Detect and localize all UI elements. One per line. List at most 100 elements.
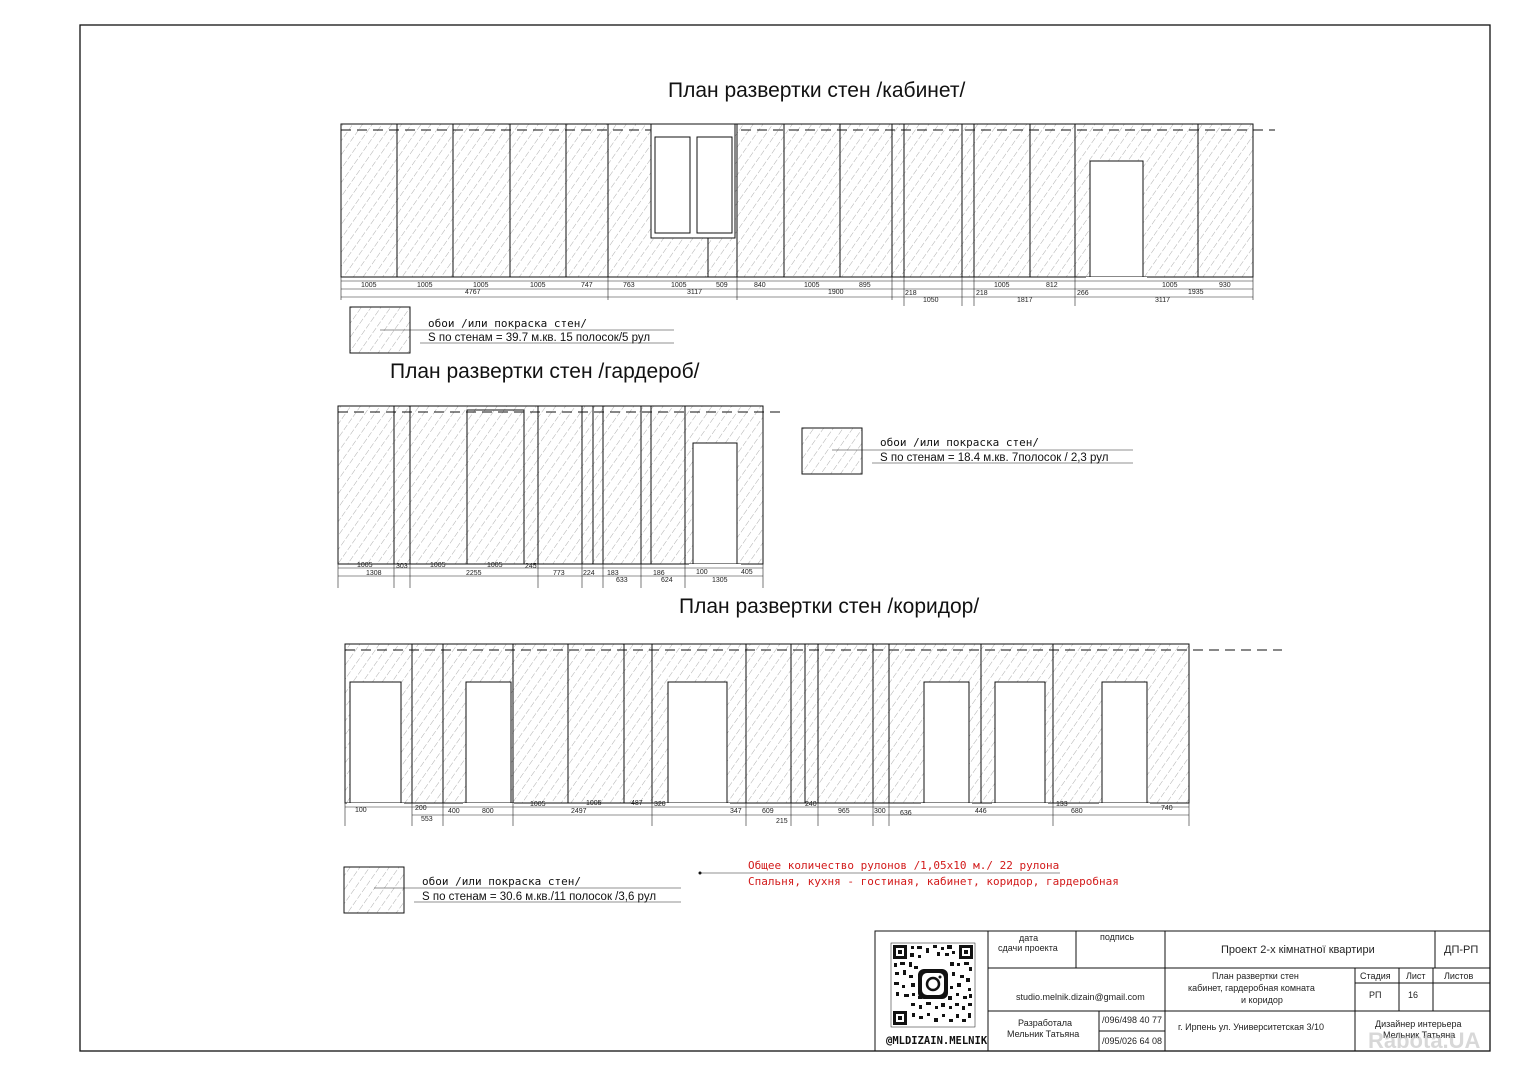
dim-label: 740: [1161, 805, 1173, 812]
dim-label: 245: [525, 563, 537, 570]
dim-label: 300: [874, 808, 886, 815]
dim-label: 133: [1056, 801, 1068, 808]
date-label: дата: [1019, 933, 1038, 943]
stage-label: Стадия: [1360, 971, 1391, 981]
dim-label: 773: [553, 570, 565, 577]
cabinet-legend: обои /или покраска стен/ S по стенам = 3…: [349, 306, 674, 354]
sheets-total-label: Листов: [1444, 971, 1473, 981]
dim-total: 3117: [687, 289, 702, 296]
cabinet-title: План развертки стен /кабинет/: [668, 79, 966, 102]
dim-total: 1935: [1188, 289, 1204, 296]
dim-total: 1817: [1017, 297, 1033, 304]
designer-name: Мельник Татьяна: [1383, 1030, 1455, 1040]
dim-label: 1005: [530, 282, 546, 289]
corridor-legend: обои /или покраска стен/ S по стенам = 3…: [343, 866, 681, 914]
cabinet-elevation: [340, 123, 1275, 306]
dim-label: 240: [805, 801, 817, 808]
sheet-title-line3: и коридор: [1241, 995, 1283, 1005]
dim-total: 2497: [571, 808, 587, 815]
dim-label: 1005: [361, 282, 377, 289]
dim-label: 1005: [487, 562, 503, 569]
dim-total: 624: [661, 577, 673, 584]
dim-label: 1005: [430, 562, 446, 569]
dim-total: 1308: [366, 570, 382, 577]
dim-label: 218: [905, 290, 917, 297]
dim-label: 1005: [586, 800, 602, 807]
wardrobe-title: План развертки стен /гардероб/: [390, 360, 700, 383]
legend-area: S по стенам = 18.4 м.кв. 7полосок / 2,3 …: [880, 452, 1108, 464]
instagram-handle: @MLDIZAIN.MELNIK: [886, 1035, 988, 1047]
dim-total: 680: [1071, 808, 1083, 815]
dim-label: 636: [900, 810, 912, 817]
dim-label: 1005: [804, 282, 820, 289]
dim-label: 747: [581, 282, 593, 289]
dim-label: 1005: [1162, 282, 1178, 289]
corridor-dimensions: 100 200 400 800 1005 1005 487 320 347 60…: [355, 800, 1173, 825]
dim-label: 965: [838, 808, 850, 815]
dim-label: 100: [696, 569, 708, 576]
dim-label: 186: [653, 570, 665, 577]
dim-label: 509: [716, 282, 728, 289]
corridor-elevation: [344, 643, 1282, 828]
dim-label: 487: [631, 800, 643, 807]
dim-label: 183: [607, 570, 619, 577]
dim-label: 1005: [473, 282, 489, 289]
dim-label: 800: [482, 808, 494, 815]
legend-label: обои /или покраска стен/: [422, 875, 581, 888]
email: studio.melnik.dizain@gmail.com: [1016, 992, 1145, 1002]
signature-label: подпись: [1100, 932, 1134, 942]
dim-label: 347: [730, 808, 742, 815]
dim-label: 895: [859, 282, 871, 289]
sheet-number-value: 16: [1408, 990, 1418, 1000]
corridor-title: План развертки стен /коридор/: [679, 595, 979, 618]
phone-2: /095/026 64 08: [1102, 1036, 1162, 1046]
sheet-title-line2: кабинет, гардеробная комната: [1188, 983, 1315, 993]
legend-swatch: [343, 866, 405, 914]
developed-label: Разработала: [1018, 1018, 1072, 1028]
dim-label: 224: [583, 570, 595, 577]
watermark: Rabota.UA: [1368, 1028, 1481, 1053]
phone-1: /096/498 40 77: [1102, 1015, 1162, 1025]
legend-label: обои /или покраска стен/: [880, 436, 1039, 449]
dim-total: 3117: [1155, 297, 1170, 304]
wardrobe-elevation: [337, 405, 780, 588]
dim-label: 763: [623, 282, 635, 289]
dim-total: 1305: [712, 577, 728, 584]
dim-total: 553: [421, 816, 433, 823]
qr-code: [890, 942, 976, 1028]
date-label-2: сдачи проекта: [998, 943, 1058, 953]
designer-role: Дизайнер интерьера: [1375, 1019, 1462, 1029]
legend-area: S по стенам = 39.7 м.кв. 15 полосок/5 ру…: [428, 332, 650, 344]
project-code: ДП-РП: [1444, 944, 1478, 956]
dim-label: 218: [976, 290, 988, 297]
sheet-number-label: Лист: [1406, 971, 1426, 981]
dim-label: 812: [1046, 282, 1058, 289]
dim-label: 100: [355, 807, 367, 814]
dim-label: 320: [654, 801, 666, 808]
dim-total: 1050: [923, 297, 939, 304]
total-rolls-text: Общее количество рулонов /1,05х10 м./ 22…: [748, 859, 1059, 872]
dim-label: 1005: [417, 282, 433, 289]
dim-label: 1005: [357, 562, 373, 569]
dim-label: 200: [415, 805, 427, 812]
address: г. Ирпень ул. Университетская 3/10: [1178, 1022, 1324, 1032]
project-title: Проект 2-х кімнатної квартири: [1221, 944, 1375, 956]
dim-label: 446: [975, 808, 987, 815]
total-rolls-note: Общее количество рулонов /1,05х10 м./ 22…: [698, 859, 1119, 888]
legend-swatch: [801, 427, 863, 475]
title-block: @MLDIZAIN.MELNIK дата сдачи проекта подп…: [874, 930, 1491, 1052]
dim-label: 609: [762, 808, 774, 815]
dim-label: 405: [741, 569, 753, 576]
rooms-list-text: Спальня, кухня - гостиная, кабинет, кори…: [748, 875, 1119, 888]
dim-total: 633: [616, 577, 628, 584]
stage-value: РП: [1369, 990, 1381, 1000]
legend-label: обои /или покраска стен/: [428, 317, 587, 330]
dim-label: 1005: [671, 282, 687, 289]
dim-total: 4767: [465, 289, 481, 296]
dim-label: 1005: [530, 801, 546, 808]
sheet-title-line1: План развертки стен: [1212, 971, 1299, 981]
dim-total: 1900: [828, 289, 844, 296]
wardrobe-dimensions: 1005 303 1005 1005 245 773 224 183 186 1…: [357, 562, 753, 584]
developed-name: Мельник Татьяна: [1007, 1029, 1079, 1039]
sheet-frame: [79, 24, 1491, 1052]
